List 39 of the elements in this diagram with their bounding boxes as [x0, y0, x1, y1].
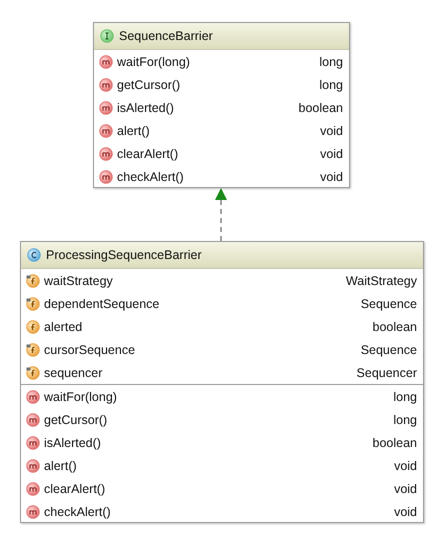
- member-name: dependentSequence: [44, 296, 160, 310]
- type-name: long: [319, 54, 343, 68]
- type-name: long: [393, 412, 417, 426]
- member-name: cursorSequence: [44, 342, 136, 356]
- type-name: Sequence: [360, 342, 417, 356]
- member-name: alerted: [44, 320, 84, 334]
- member-name: isAlerted(): [117, 100, 175, 114]
- member-name: getCursor(): [44, 412, 108, 426]
- class-name: ProcessingSequenceBarrier: [46, 248, 202, 262]
- member-name: checkAlert(): [44, 504, 112, 518]
- realization-arrow: [215, 188, 227, 242]
- member-name: waitStrategy: [44, 274, 114, 288]
- type-name: WaitStrategy: [346, 274, 417, 288]
- type-name: Sequence: [360, 296, 417, 310]
- member-name: checkAlert(): [117, 170, 185, 184]
- type-name: long: [319, 78, 343, 92]
- member-name: alert(): [117, 124, 151, 138]
- member-name: alert(): [44, 458, 78, 472]
- member-name: getCursor(): [117, 78, 182, 92]
- member-name: clearAlert(): [117, 146, 180, 160]
- member-name: isAlerted(): [44, 436, 102, 450]
- member-name: waitFor(long): [44, 390, 118, 404]
- class-box: [20, 241, 424, 523]
- type-name: void: [394, 482, 417, 496]
- type-name: Sequencer: [356, 366, 417, 380]
- member-name: clearAlert(): [44, 482, 106, 496]
- type-name: void: [320, 124, 343, 138]
- class-name: SequenceBarrier: [119, 29, 213, 43]
- type-name: void: [320, 146, 343, 160]
- member-name: sequencer: [44, 366, 104, 380]
- type-name: void: [320, 170, 343, 184]
- class-box: [93, 22, 350, 188]
- member-name: waitFor(long): [117, 54, 191, 68]
- type-name: boolean: [372, 436, 417, 450]
- type-name: long: [393, 390, 417, 404]
- type-name: boolean: [298, 100, 343, 114]
- type-name: boolean: [372, 320, 417, 334]
- type-name: void: [394, 504, 417, 518]
- type-name: void: [394, 458, 417, 472]
